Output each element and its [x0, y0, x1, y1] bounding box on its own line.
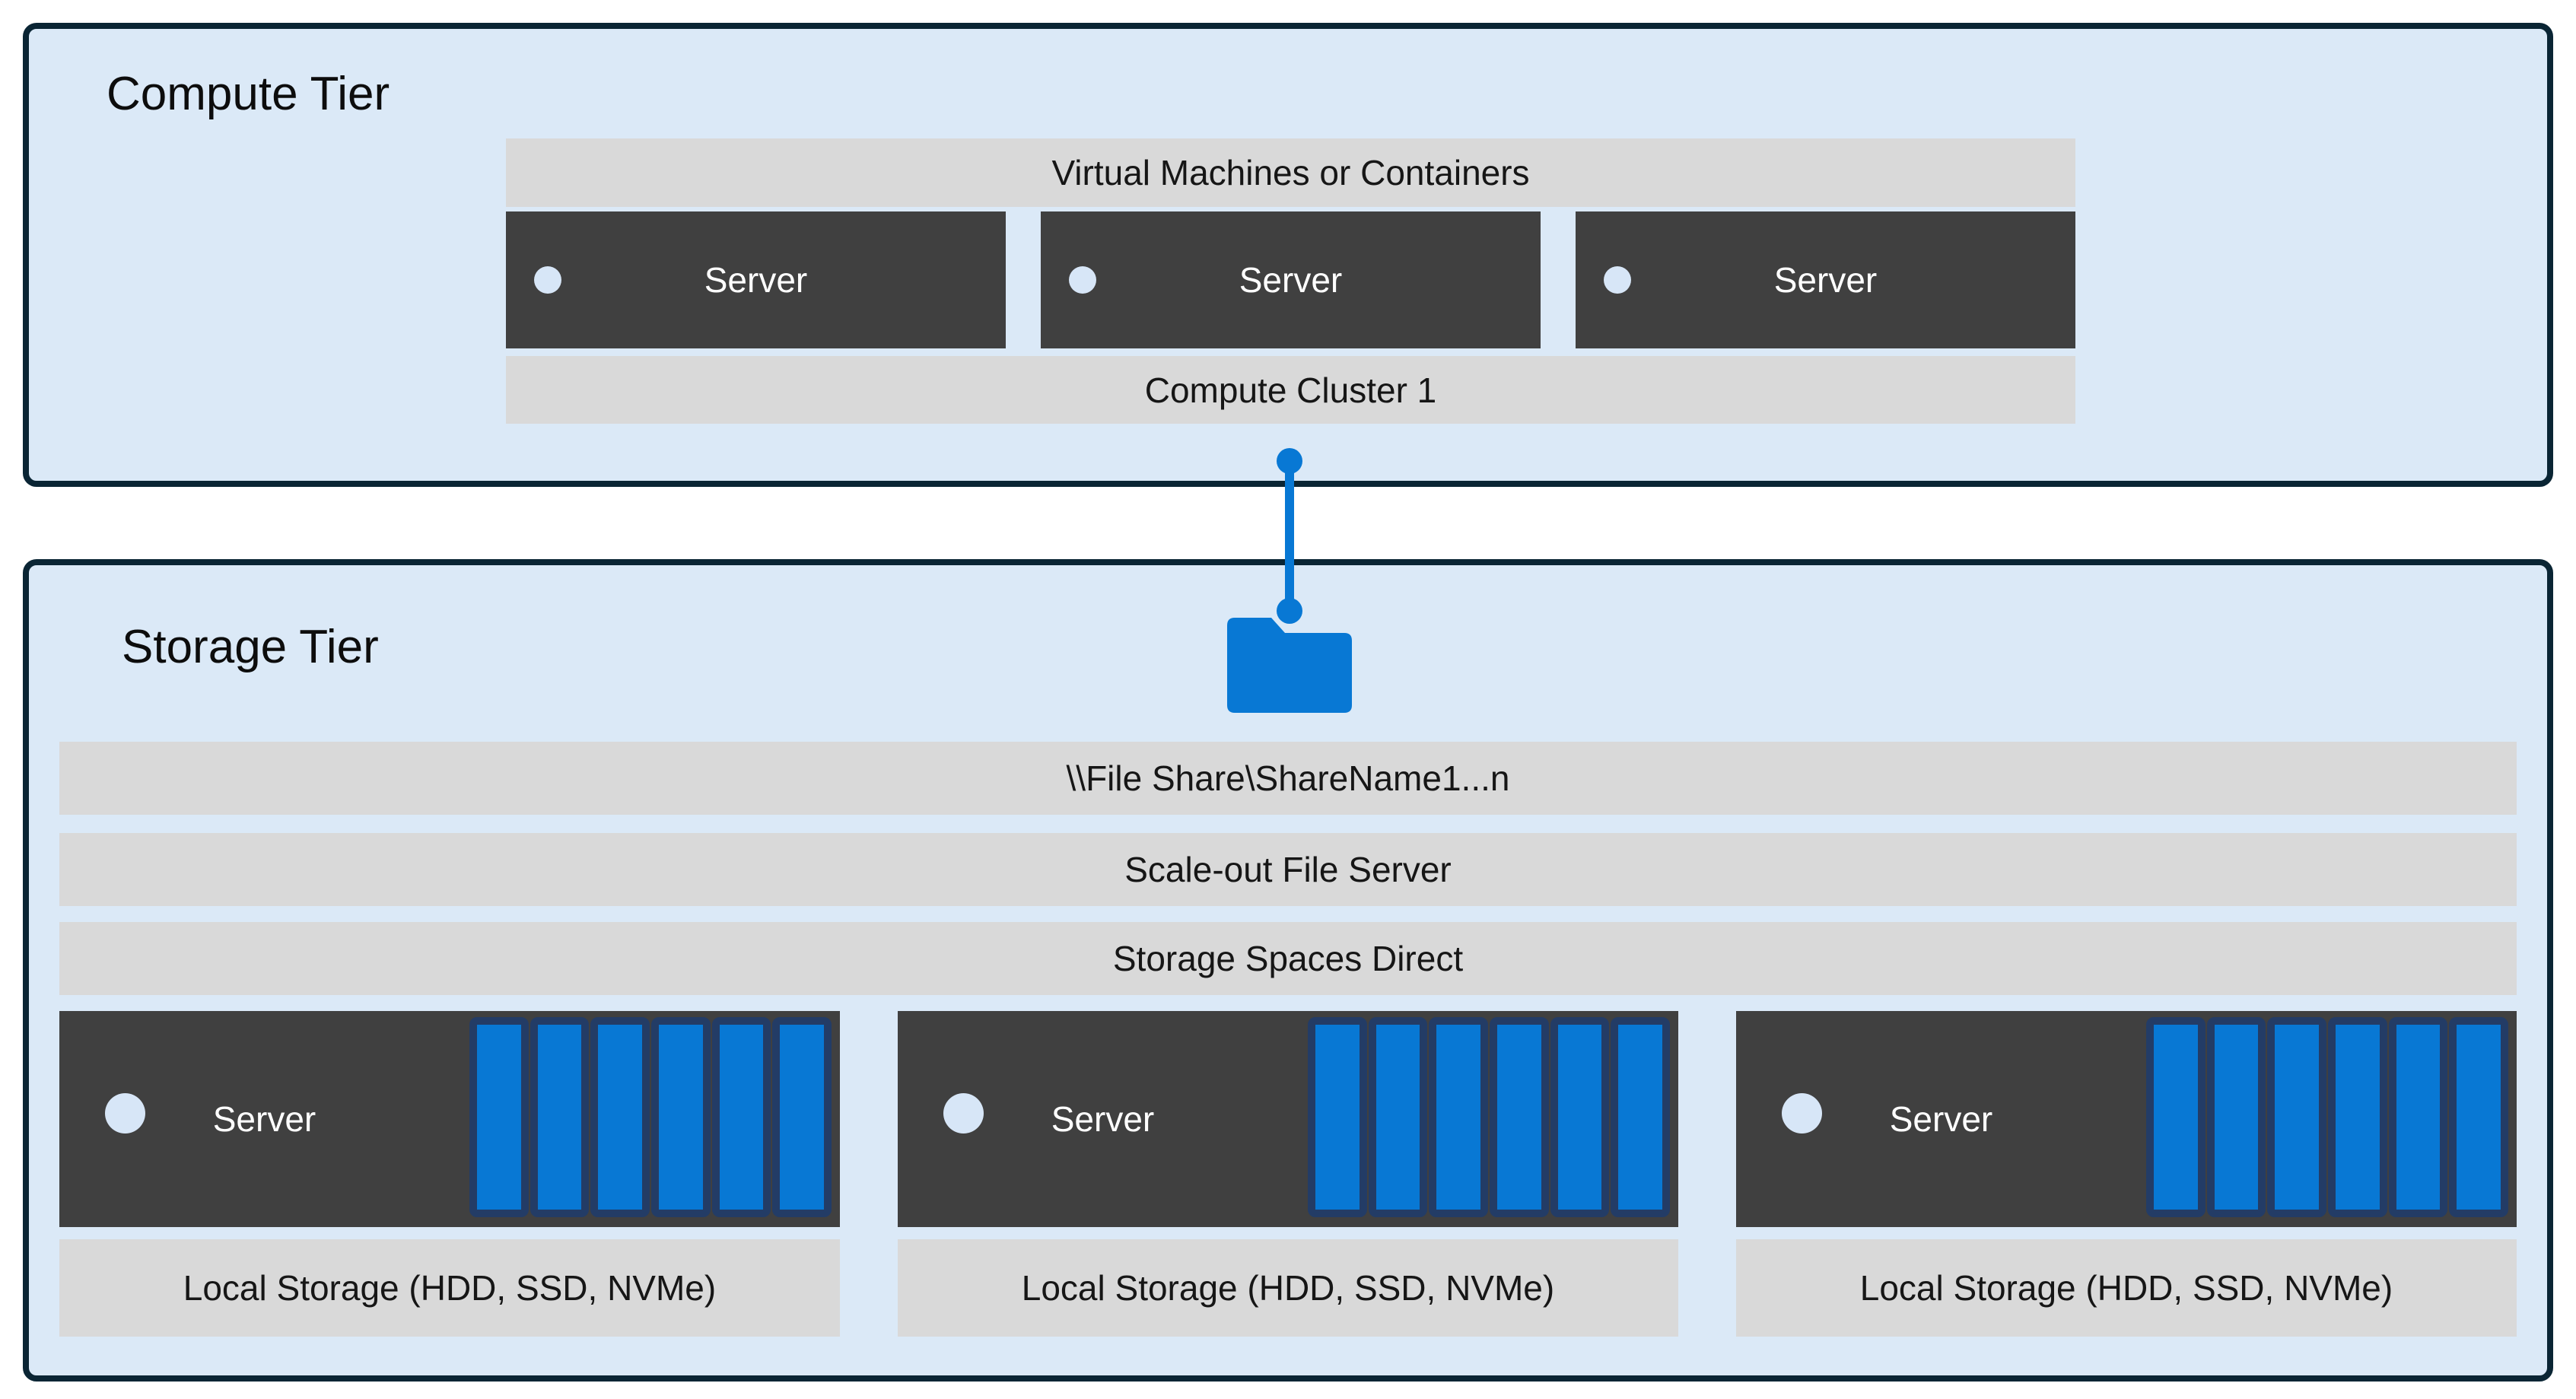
storage-server-box-2: Server: [898, 1011, 1678, 1227]
disk-array: [469, 1017, 832, 1217]
disk-icon: [469, 1017, 529, 1217]
local-storage-bar-label: Local Storage (HDD, SSD, NVMe): [183, 1268, 717, 1308]
disk-icon: [2388, 1017, 2448, 1217]
storage-tier-title: Storage Tier: [122, 621, 379, 673]
disk-icon: [2267, 1017, 2327, 1217]
disk-icon: [711, 1017, 771, 1217]
disk-icon: [1429, 1017, 1489, 1217]
disk-icon: [2328, 1017, 2387, 1217]
local-storage-bar-label: Local Storage (HDD, SSD, NVMe): [1021, 1268, 1555, 1308]
server-indicator-dot: [1069, 266, 1096, 294]
disk-icon: [1368, 1017, 1428, 1217]
connector-endpoint-dot-bottom: [1277, 598, 1302, 624]
server-indicator-dot: [534, 266, 561, 294]
file-share-bar: \\File Share\ShareName1...n: [59, 742, 2517, 815]
file-share-bar-label: \\File Share\ShareName1...n: [1066, 758, 1510, 798]
disk-icon: [2206, 1017, 2266, 1217]
compute-server-box-1: Server: [506, 211, 1006, 348]
disk-icon: [530, 1017, 590, 1217]
disk-icon: [1611, 1017, 1671, 1217]
disk-array: [1308, 1017, 1671, 1217]
disk-icon: [2146, 1017, 2206, 1217]
server-label: Server: [1239, 260, 1343, 300]
compute-server-box-3: Server: [1576, 211, 2075, 348]
disk-icon: [1308, 1017, 1367, 1217]
server-indicator-dot: [105, 1093, 145, 1134]
storage-node-3: Server Local Storage (HDD, SSD, NVMe): [1736, 1011, 2517, 1399]
storage-server-box-3: Server: [1736, 1011, 2517, 1227]
disk-icon: [651, 1017, 711, 1217]
storage-node-2: Server Local Storage (HDD, SSD, NVMe): [898, 1011, 1678, 1399]
compute-tier-title: Compute Tier: [107, 68, 390, 120]
disk-icon: [590, 1017, 650, 1217]
connector-line: [1285, 461, 1294, 611]
compute-tier-box: Compute Tier Virtual Machines or Contain…: [23, 23, 2553, 487]
storage-server-box-1: Server: [59, 1011, 840, 1227]
server-label: Server: [212, 1099, 316, 1139]
server-indicator-dot: [1604, 266, 1631, 294]
folder-icon: [1227, 618, 1352, 713]
local-storage-bar-1: Local Storage (HDD, SSD, NVMe): [59, 1239, 840, 1337]
storage-node-1: Server Local Storage (HDD, SSD, NVMe): [59, 1011, 840, 1399]
server-label: Server: [1773, 260, 1878, 300]
connector-endpoint-dot-top: [1277, 448, 1302, 474]
compute-cluster-bar: Compute Cluster 1: [506, 356, 2075, 424]
disk-array: [2146, 1017, 2509, 1217]
scale-out-file-server-bar: Scale-out File Server: [59, 833, 2517, 906]
storage-spaces-direct-bar-label: Storage Spaces Direct: [1112, 939, 1464, 978]
disk-icon: [2449, 1017, 2509, 1217]
disk-icon: [772, 1017, 832, 1217]
server-indicator-dot: [943, 1093, 984, 1134]
local-storage-bar-3: Local Storage (HDD, SSD, NVMe): [1736, 1239, 2517, 1337]
storage-spaces-direct-bar: Storage Spaces Direct: [59, 922, 2517, 995]
vm-containers-bar-label: Virtual Machines or Containers: [1051, 153, 1530, 192]
vm-containers-bar: Virtual Machines or Containers: [506, 138, 2075, 207]
disk-icon: [1550, 1017, 1610, 1217]
local-storage-bar-label: Local Storage (HDD, SSD, NVMe): [1859, 1268, 2393, 1308]
server-label: Server: [1889, 1099, 1993, 1139]
server-label: Server: [1051, 1099, 1155, 1139]
local-storage-bar-2: Local Storage (HDD, SSD, NVMe): [898, 1239, 1678, 1337]
compute-cluster-bar-label: Compute Cluster 1: [1144, 370, 1437, 410]
disk-icon: [1490, 1017, 1549, 1217]
server-label: Server: [704, 260, 808, 300]
server-indicator-dot: [1782, 1093, 1822, 1134]
compute-server-box-2: Server: [1041, 211, 1541, 348]
scale-out-file-server-bar-label: Scale-out File Server: [1124, 850, 1452, 889]
